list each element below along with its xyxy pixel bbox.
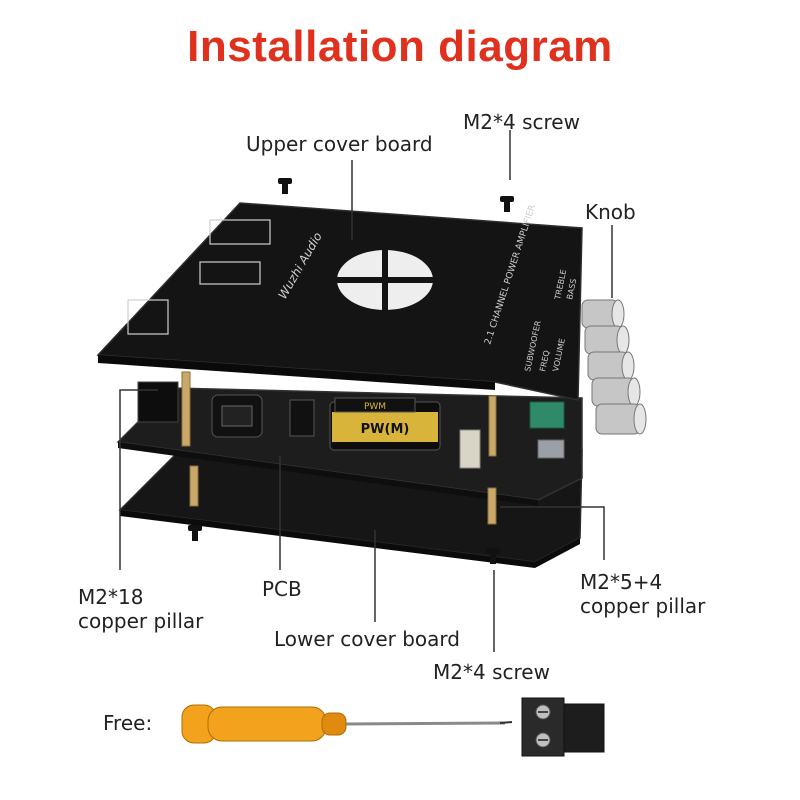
upper-cover-board — [96, 202, 583, 401]
label-m2-18-copper-pillar: M2*18 copper pillar — [78, 585, 203, 633]
label-lower-cover-board: Lower cover board — [274, 627, 460, 651]
label-m2-5-4-copper-pillar: M2*5+4 copper pillar — [580, 570, 705, 618]
terminal-block-icon — [521, 697, 605, 757]
knob-group — [581, 299, 647, 435]
knob-icon — [581, 299, 625, 329]
label-m2-4-screw-bottom: M2*4 screw — [433, 660, 550, 684]
speaker-icons — [127, 219, 271, 335]
control-label-bass: BASS — [565, 278, 578, 301]
label-m2-18-line2: copper pillar — [78, 609, 204, 633]
capacitor-gold-band — [332, 412, 438, 442]
label-m2-18-line1: M2*18 — [78, 585, 144, 609]
knob-icon — [595, 403, 647, 435]
knob-icon — [591, 377, 641, 407]
screwdriver-icon — [181, 704, 513, 744]
label-knob: Knob — [585, 200, 636, 224]
m2-5-4-copper-pillar-right — [487, 487, 497, 525]
page-title: Installation diagram — [187, 22, 613, 71]
knob-icon — [584, 325, 630, 355]
screw-icons — [188, 178, 514, 564]
leader-m2-5-4-pillar — [500, 506, 605, 560]
label-m2-5-4-line1: M2*5+4 — [580, 570, 663, 594]
m2-5-4-copper-pillar-left — [189, 465, 199, 507]
leader-lines — [119, 130, 613, 652]
label-upper-cover-board: Upper cover board — [246, 132, 433, 156]
screw-icon — [278, 178, 292, 194]
screw-icon — [188, 525, 202, 541]
label-m2-4-screw-top: M2*4 screw — [463, 110, 580, 134]
capacitor-label: PW(M) — [361, 422, 410, 437]
pcb-components: PW(M) PWM — [137, 381, 565, 469]
capacitor-small-label: PWM — [364, 402, 386, 412]
screw-icon — [486, 548, 500, 564]
control-label-freq: FREQ — [538, 349, 551, 372]
m2-18-copper-pillar — [181, 371, 191, 447]
label-free: Free: — [103, 711, 153, 735]
screw-icon — [500, 196, 514, 212]
knob-icon — [587, 351, 635, 381]
label-m2-5-4-line2: copper pillar — [580, 594, 706, 618]
leader-m2-18-pillar — [119, 389, 158, 570]
label-pcb: PCB — [262, 577, 302, 601]
